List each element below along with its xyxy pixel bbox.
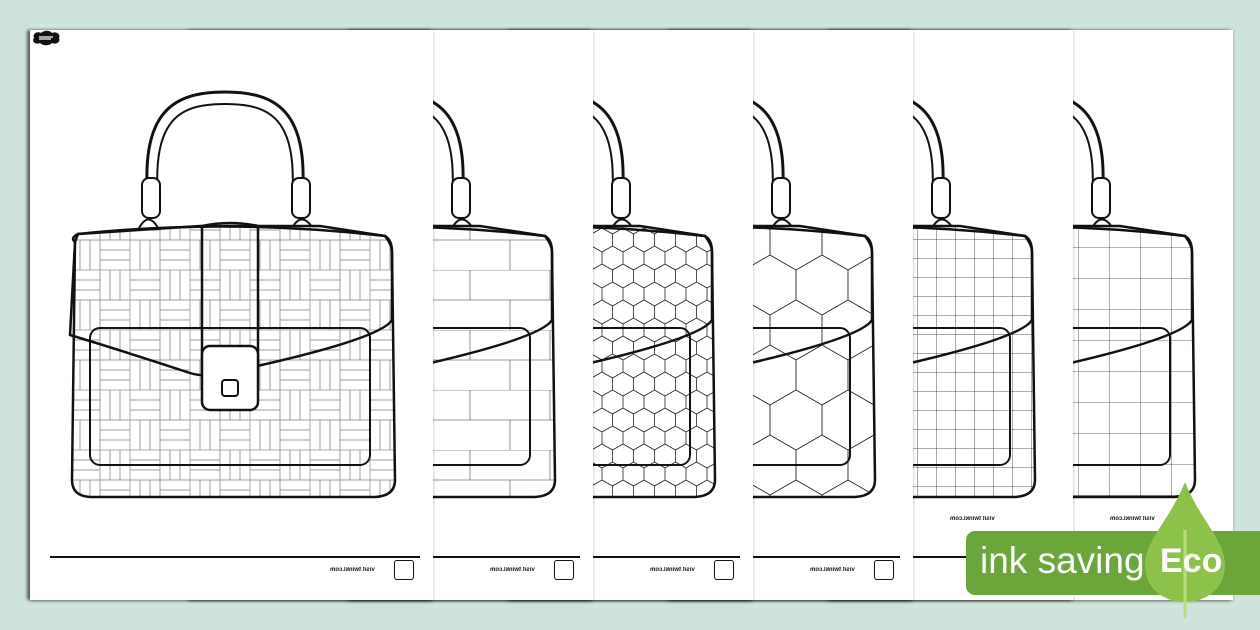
eco-stamp-icon	[394, 560, 414, 580]
footer-text: visit twinkl.com	[810, 567, 855, 573]
footer-text: visit twinkl.com	[490, 567, 535, 573]
footer-text: visit twinkl.com	[330, 567, 375, 573]
eco-badge-word: Eco	[1160, 542, 1223, 580]
footer-text: visit twinkl.com	[650, 567, 695, 573]
leaf-icon	[1145, 482, 1225, 618]
eco-stamp-icon	[554, 560, 574, 580]
eco-badge-label: ink saving	[980, 540, 1145, 581]
worksheet-page-basket-weave: visit twinkl.com	[30, 30, 433, 600]
handbag-drawing	[68, 90, 397, 499]
eco-stamp-icon	[714, 560, 734, 580]
footer-divider	[50, 556, 420, 558]
twinkl-logo	[33, 30, 60, 46]
footer-text: visit twinkl.com	[950, 516, 995, 522]
eco-stamp-icon	[874, 560, 894, 580]
